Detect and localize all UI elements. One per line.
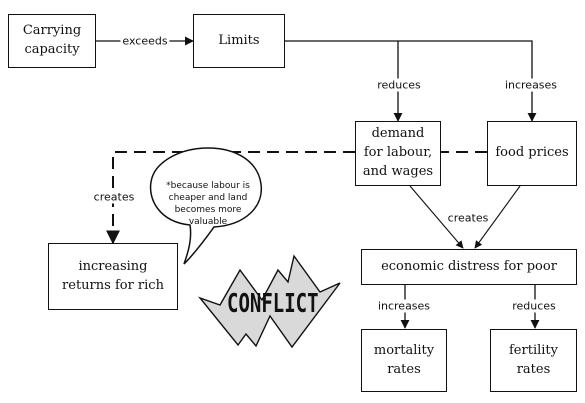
node-carrying-capacity: Carrying capacity [8, 14, 96, 68]
conflict-lightning-icon [197, 254, 341, 349]
edge-label-creates-returns: creates [91, 190, 137, 204]
conflict-label: CONFLICT [227, 289, 319, 319]
node-limits: Limits [193, 14, 285, 68]
edge-label-reduces-demand: reduces [375, 78, 423, 92]
node-limits-label: Limits [218, 32, 260, 48]
node-increasing-returns: increasing returns for rich [48, 243, 178, 310]
node-increasing-returns-label: increasing returns for rich [62, 258, 164, 293]
note-bubble [149, 147, 262, 265]
node-carrying-capacity-label: Carrying capacity [22, 23, 82, 57]
node-fertility-rates: fertility rates [490, 329, 577, 392]
edge-label-increases-food: increases [502, 78, 560, 92]
note-text: *because labour is cheaper and land beco… [166, 181, 250, 228]
edge-label-creates-distress: creates [445, 211, 491, 225]
edge-creates-returns-left [106, 151, 355, 245]
edge-label-reduces-fertility: reduces [510, 299, 558, 313]
node-food-prices: food prices [487, 121, 577, 186]
edge-creates-distress-left [409, 185, 464, 249]
node-economic-distress: economic distress for poor [361, 249, 577, 285]
node-mortality-rates-label: mortality rates [373, 342, 435, 377]
edge-limits-branch [285, 40, 537, 122]
edge-label-exceeds: exceeds [120, 34, 170, 48]
node-fertility-rates-label: fertility rates [509, 342, 558, 377]
edge-creates-distress-right [474, 185, 521, 249]
node-food-prices-label: food prices [495, 145, 569, 161]
node-demand-for-labour-label: demand for labour, and wages [362, 126, 434, 179]
node-economic-distress-label: economic distress for poor [381, 258, 557, 274]
node-mortality-rates: mortality rates [361, 329, 447, 392]
node-demand-for-labour: demand for labour, and wages [355, 121, 441, 186]
edge-label-increases-mortality: increases [375, 299, 433, 313]
